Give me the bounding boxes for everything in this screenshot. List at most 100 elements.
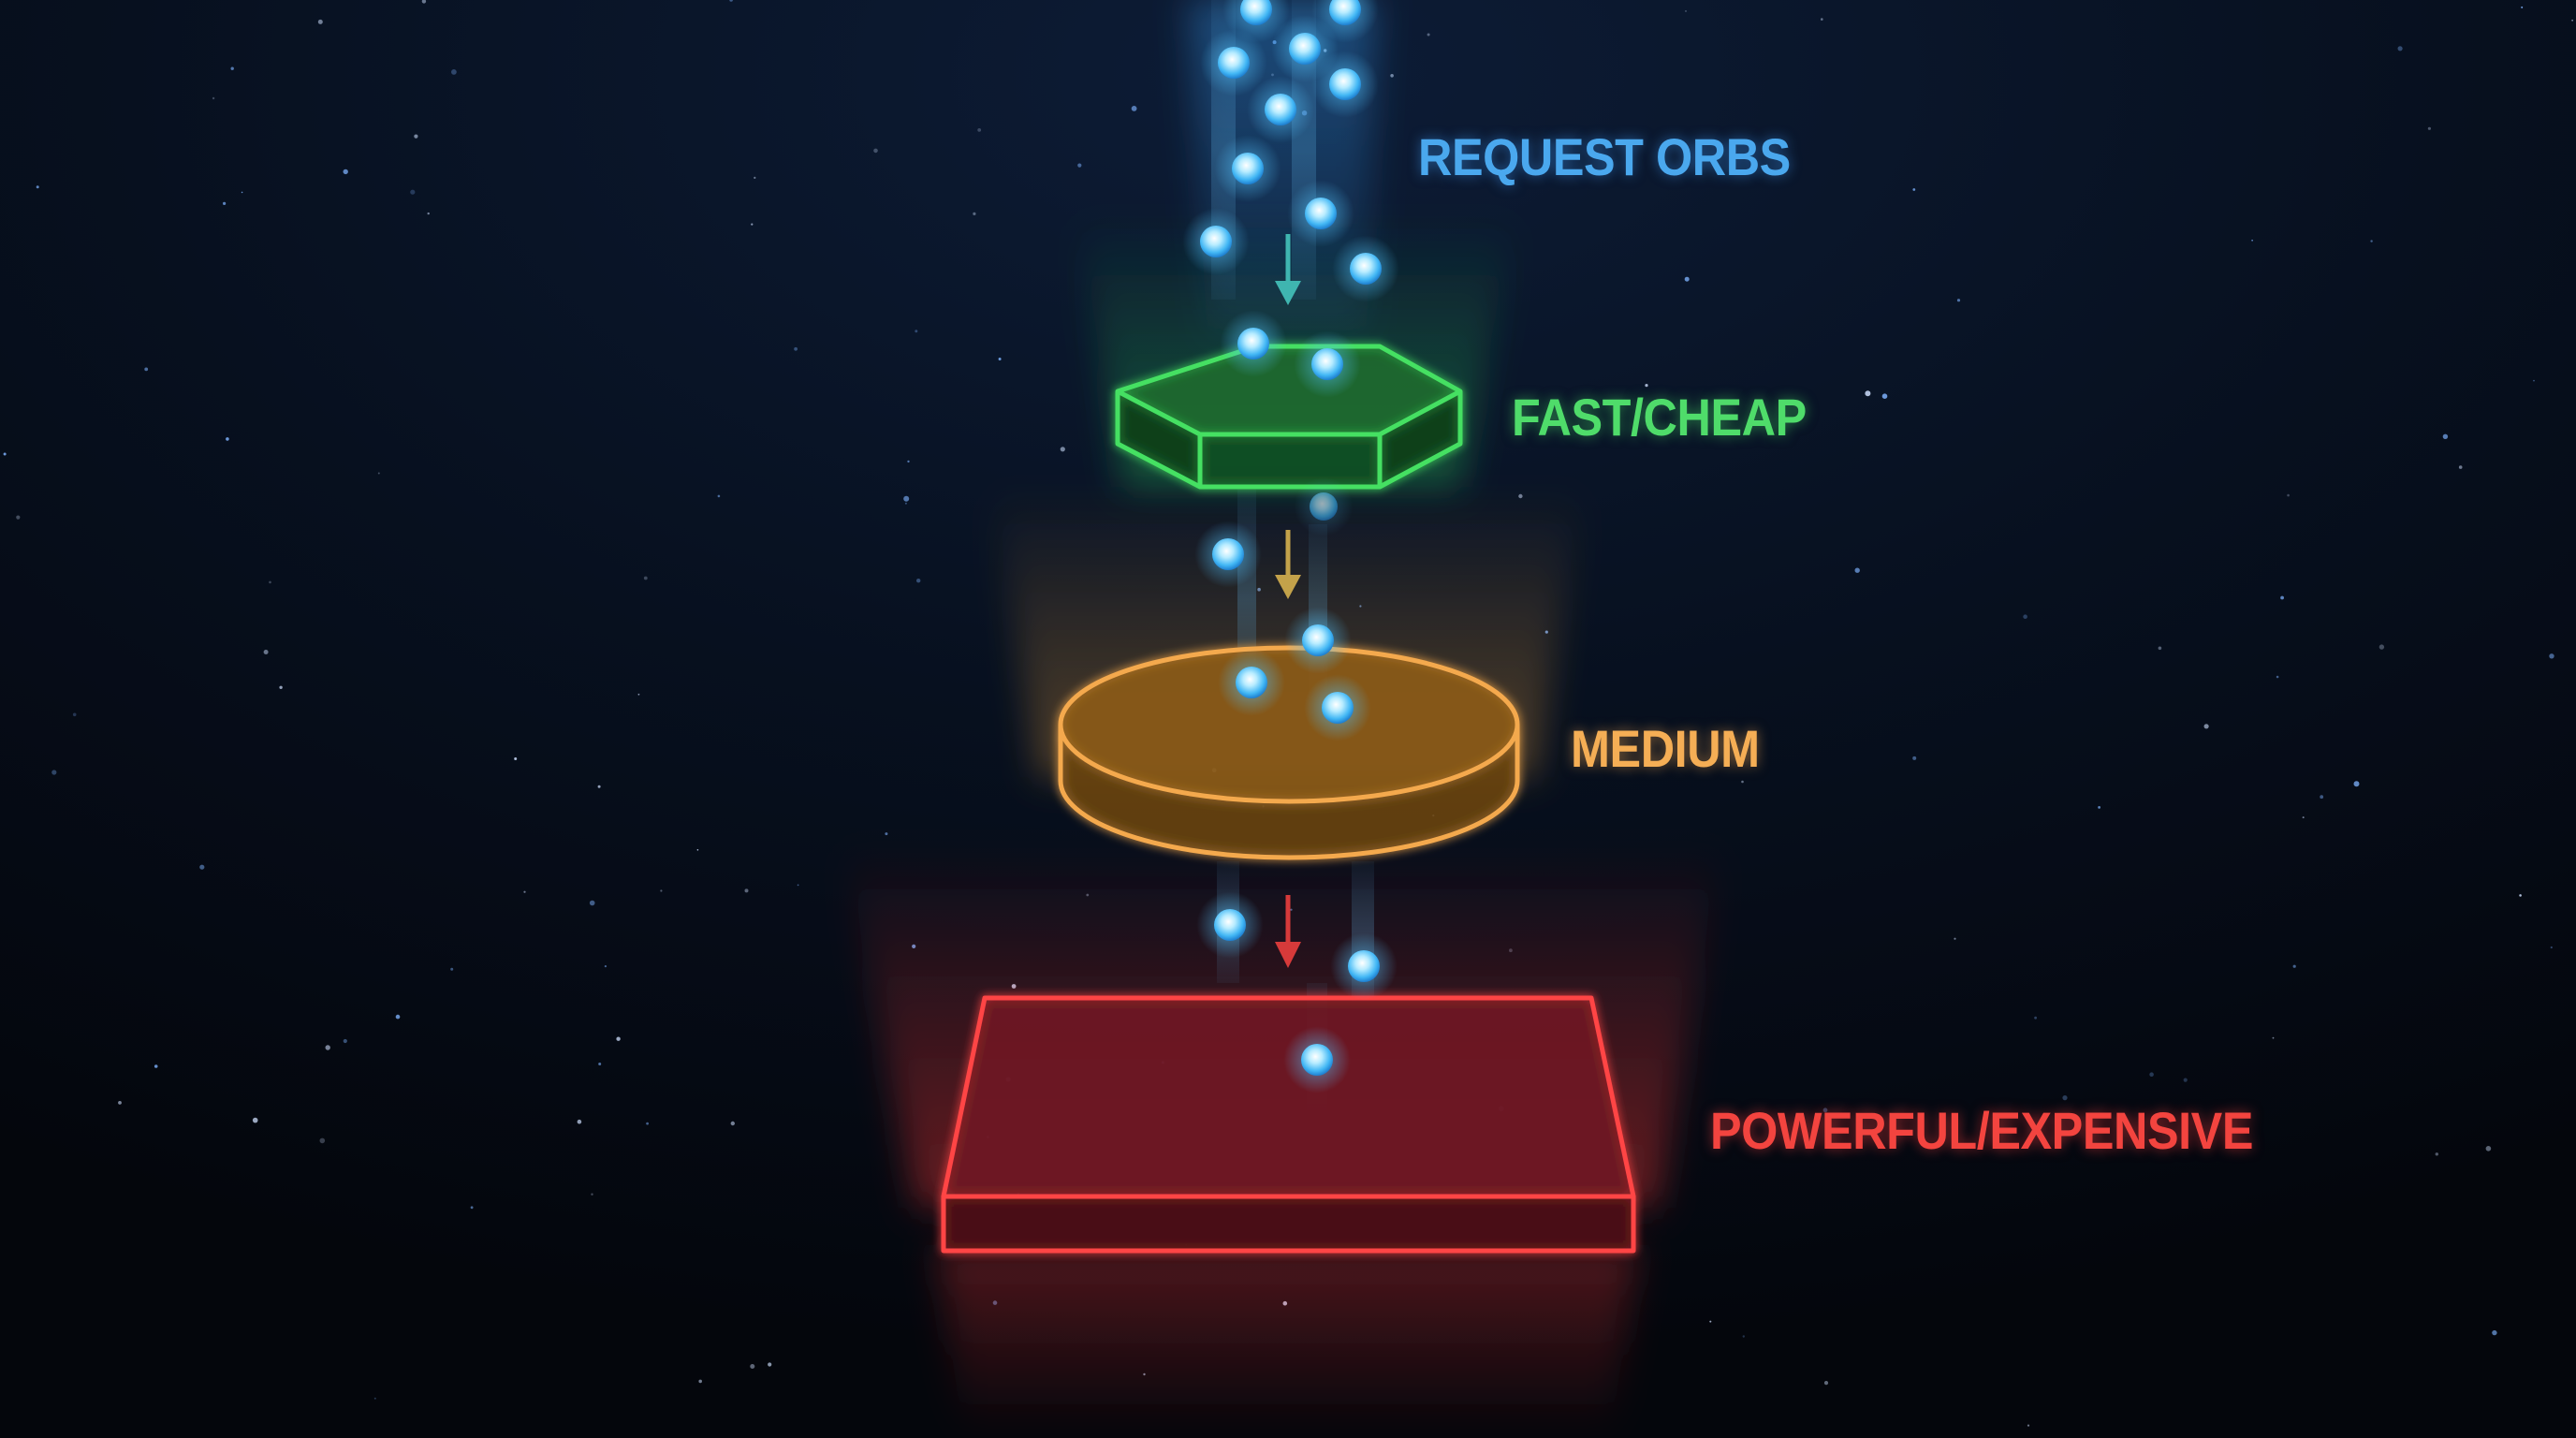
star	[427, 212, 430, 215]
request-orb	[1294, 477, 1354, 536]
star	[1427, 33, 1430, 37]
star	[2571, 19, 2574, 22]
star	[744, 888, 749, 893]
star	[2034, 1016, 2038, 1020]
powerful-expensive-tier	[941, 995, 1636, 1254]
star	[903, 495, 910, 502]
star	[410, 189, 416, 195]
star	[1881, 393, 1888, 400]
star	[2427, 126, 2431, 130]
star	[269, 580, 271, 584]
star	[591, 1193, 593, 1196]
star	[2492, 1329, 2497, 1336]
star	[1573, 169, 1575, 173]
request-orb	[1182, 208, 1250, 275]
star	[373, 1397, 376, 1400]
star	[343, 1038, 347, 1044]
star	[730, 1121, 735, 1126]
request-orb	[1218, 649, 1285, 716]
star	[263, 650, 269, 654]
star	[523, 890, 526, 893]
star	[2320, 795, 2324, 800]
star	[2533, 379, 2535, 382]
star	[916, 579, 921, 583]
request-orb	[1332, 235, 1399, 302]
star	[696, 849, 699, 851]
star	[2485, 1146, 2492, 1152]
star	[973, 212, 976, 215]
star	[2397, 46, 2403, 51]
star	[1077, 163, 1082, 168]
powerful-top-face	[944, 998, 1633, 1196]
star	[717, 494, 721, 498]
star	[451, 69, 457, 75]
star	[729, 0, 733, 2]
star	[2251, 239, 2253, 242]
star	[1729, 403, 1733, 405]
star	[2302, 816, 2305, 819]
star	[16, 515, 21, 520]
star	[2435, 1152, 2438, 1156]
star	[1741, 780, 1744, 784]
request-orb	[1330, 932, 1398, 1000]
star	[643, 576, 648, 580]
star	[577, 1119, 582, 1124]
powerful-expensive-label: POWERFUL/EXPENSIVE	[1710, 1101, 2253, 1160]
star	[660, 889, 663, 892]
star	[1822, 1108, 1828, 1113]
request-orbs-label: REQUEST ORBS	[1418, 127, 1791, 186]
star	[637, 693, 640, 696]
star	[395, 1014, 401, 1020]
star	[907, 460, 910, 463]
star	[343, 169, 348, 175]
star	[1954, 937, 1956, 940]
arrow-to-powerful-icon	[1275, 895, 1301, 968]
star	[2442, 433, 2449, 439]
medium-label: MEDIUM	[1571, 719, 1760, 778]
star	[2027, 1424, 2030, 1427]
star	[2203, 724, 2209, 729]
request-orb	[1287, 180, 1354, 247]
arrow-to-medium-icon	[1275, 530, 1301, 599]
star	[1131, 106, 1137, 111]
star	[873, 148, 878, 154]
request-orb	[1247, 76, 1314, 143]
star	[212, 96, 215, 100]
star	[1912, 188, 1916, 191]
star	[377, 472, 380, 475]
star	[2521, 6, 2524, 8]
star	[597, 785, 601, 788]
star	[144, 367, 149, 372]
arrow-to-fast-icon	[1275, 234, 1301, 305]
star	[154, 1064, 158, 1068]
star	[1060, 447, 1065, 452]
medium-tier	[1058, 645, 1520, 860]
request-orbs	[1182, 0, 1399, 1093]
star	[2062, 1095, 2068, 1101]
star	[616, 1036, 621, 1041]
star	[223, 201, 227, 205]
star	[589, 900, 595, 906]
star	[514, 757, 518, 760]
star	[2287, 493, 2290, 497]
star	[2378, 644, 2385, 650]
star	[977, 128, 982, 132]
fast-cheap-front-face	[1200, 434, 1380, 487]
star	[317, 19, 323, 24]
star	[2353, 781, 2360, 787]
star	[885, 832, 888, 836]
star	[750, 1364, 755, 1369]
request-orb	[1220, 310, 1287, 377]
fast-cheap-side-left	[1118, 391, 1200, 487]
star	[118, 1101, 122, 1105]
flow-arrows	[1275, 234, 1301, 968]
star	[2149, 1072, 2154, 1077]
request-orb	[1196, 891, 1264, 959]
star	[768, 1362, 772, 1367]
fast-cheap-top-face	[1118, 346, 1460, 434]
star	[1684, 276, 1690, 282]
star	[1854, 567, 1860, 573]
star	[1821, 18, 1823, 21]
star	[2183, 1078, 2188, 1082]
star	[794, 346, 798, 351]
